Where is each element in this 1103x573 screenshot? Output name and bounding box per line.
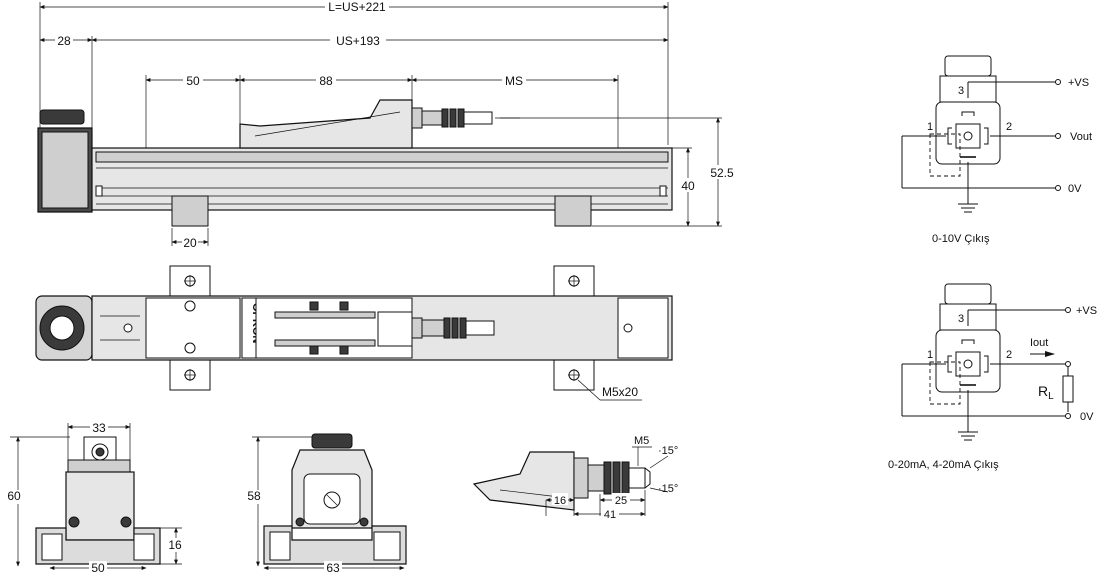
wiring1-zero: 0V bbox=[1068, 183, 1082, 195]
dim-end-base-50: 50 bbox=[91, 561, 105, 573]
wiring2-pin1: 1 bbox=[927, 349, 933, 361]
side-view: L=US+221 28 US+193 50 88 MS bbox=[37, 0, 737, 250]
wiring2-pin3: 3 bbox=[958, 313, 964, 325]
dim-height-40: 40 bbox=[681, 179, 695, 193]
end-view-left: 33 60 16 50 bbox=[7, 420, 184, 573]
dim-rod-25: 25 bbox=[615, 495, 627, 507]
dim-ms: MS bbox=[505, 74, 523, 88]
screw-spec: M5x20 bbox=[602, 385, 638, 399]
dim-end2-height-58: 58 bbox=[247, 489, 261, 503]
angle-top: ·15° bbox=[658, 445, 678, 457]
dim-rod-thread: M5 bbox=[634, 435, 649, 447]
wiring2-caption: 0-20mA, 4-20mA Çıkış bbox=[888, 459, 999, 471]
dim-total-length: L=US+221 bbox=[328, 0, 386, 14]
dim-50: 50 bbox=[186, 74, 200, 88]
dim-end-height-60: 60 bbox=[7, 489, 21, 503]
angle-bottom: ·15° bbox=[658, 483, 678, 495]
plan-view: OPKON M5x20 bbox=[35, 265, 673, 401]
wiring2-pin2: 2 bbox=[1006, 349, 1012, 361]
dim-left-offset: 28 bbox=[57, 34, 71, 48]
dim-88: 88 bbox=[319, 74, 333, 88]
wiring2-iout: Iout bbox=[1030, 337, 1048, 349]
wiring2-zero: 0V bbox=[1080, 411, 1094, 423]
dim-end-width-33: 33 bbox=[92, 421, 106, 435]
wiring-voltage: +VS 3 Vout 2 0V 1 0-10V Çıkış bbox=[901, 55, 1092, 245]
end-view-right: 58 63 bbox=[246, 433, 407, 573]
wiring1-pin2: 2 bbox=[1006, 121, 1012, 133]
dim-height-52-5: 52.5 bbox=[710, 166, 734, 180]
wiring2-vs: +VS bbox=[1076, 305, 1097, 317]
wiring1-caption: 0-10V Çıkış bbox=[932, 233, 990, 245]
wiring1-pin3: 3 bbox=[958, 85, 964, 97]
wiring1-pin1: 1 bbox=[927, 121, 933, 133]
dim-rod-16: 16 bbox=[554, 495, 566, 507]
dim-end-foot-16: 16 bbox=[168, 538, 182, 552]
screw-holes bbox=[184, 275, 580, 381]
dim-rod-41: 41 bbox=[604, 509, 616, 521]
wiring1-vs: +VS bbox=[1068, 77, 1089, 89]
rod-detail: M5 ·15° ·15° 16 25 41 bbox=[472, 435, 678, 521]
dim-foot-20: 20 bbox=[183, 236, 197, 250]
dim-end2-base-63: 63 bbox=[326, 561, 340, 573]
wiring1-vout: Vout bbox=[1070, 131, 1092, 143]
wiring-current: +VS 3 Iout 2 RL 0V 1 0-20mA, 4-20mA Çıkı… bbox=[888, 283, 1097, 471]
wiring2-rl: RL bbox=[1038, 383, 1054, 402]
dim-stroke-length: US+193 bbox=[336, 34, 380, 48]
